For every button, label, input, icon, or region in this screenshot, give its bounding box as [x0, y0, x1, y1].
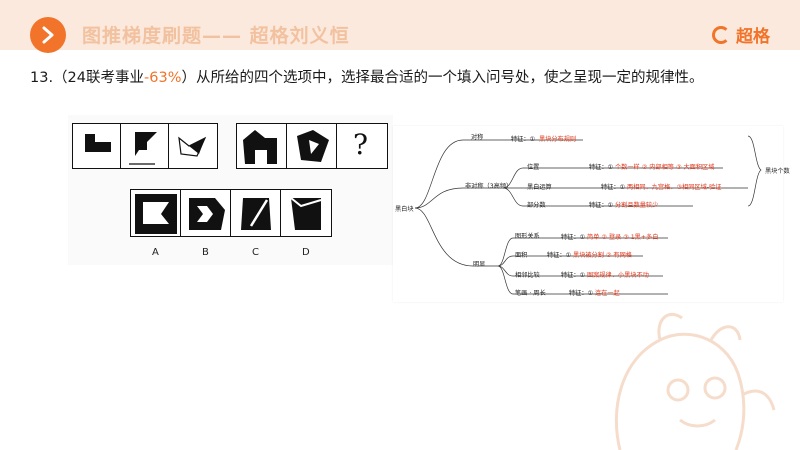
header-bar: 图推梯度刷题—— 超格刘义恒 超格 [0, 0, 800, 53]
option-label-a: A [152, 247, 159, 258]
mm-pos-feature: 特征：① [589, 164, 614, 171]
mm-pos: 位置 [527, 164, 540, 171]
play-button[interactable] [30, 17, 66, 53]
question-prefix: 13.（24联考事业 [30, 70, 145, 86]
question-cell-5 [286, 123, 338, 169]
question-mark: ? [353, 128, 369, 161]
question-cell-3 [168, 123, 218, 169]
figure-shape [290, 197, 322, 230]
mm-bw-calc: 黑白运算 [527, 184, 552, 191]
mm-sym: 对称 [471, 134, 484, 141]
chevron-right-icon [42, 26, 54, 44]
header-title: 图推梯度刷题—— 超格刘义恒 [82, 25, 350, 47]
mm-right-label: 黑块个数 [765, 168, 790, 175]
mm-compare-feature: 特征：① [561, 272, 586, 279]
question-cell-unknown: ? [336, 123, 388, 169]
question-body: ）从所给的四个选项中，选择最合适的一个填入问号处，使之呈现一定的规律性。 [181, 70, 704, 86]
question-percent: -63% [144, 70, 182, 86]
mm-area-feature: 特征：① [547, 252, 572, 259]
mm-bw-note: 两相同、九宫格、③相同区域-验证 [627, 184, 722, 191]
figure-shape [85, 134, 111, 152]
mm-shape-feature: 特征：① [561, 234, 586, 241]
option-label-b: B [202, 247, 209, 258]
figure-shape [243, 130, 277, 164]
question-cell-4 [236, 123, 288, 169]
mm-area-note: 黑块被分割 ② 有网格 [573, 252, 632, 259]
mm-shape-rel: 图形关系 [515, 233, 540, 240]
mm-obvious: 明显 [473, 261, 486, 268]
question-text: 13.（24联考事业-63%）从所给的四个选项中，选择最合适的一个填入问号处，使… [30, 66, 703, 87]
mindmap-lines [414, 135, 762, 295]
mm-root: 黑白块 [395, 206, 414, 213]
question-cell-1 [72, 123, 122, 169]
figure-shape [297, 130, 329, 162]
mm-bw-feature: 特征：① [601, 184, 626, 191]
option-label-d: D [302, 247, 310, 258]
figure-shape [241, 198, 271, 230]
option-d-cell[interactable] [280, 189, 332, 237]
option-b-cell[interactable] [180, 189, 232, 237]
mm-stroke-note: 连在一起 [595, 290, 620, 297]
figure-shape [178, 136, 207, 157]
mm-asym: 非对称（3高频） [465, 183, 513, 190]
option-a-cell[interactable] [130, 189, 182, 237]
question-cell-2 [120, 123, 170, 169]
mm-stroke: 笔画 · 周长 [515, 290, 546, 297]
mm-pos-note: 个数一样 ② 内部相等 ③ 大面积区域 [615, 164, 715, 171]
mm-area: 面积 [515, 252, 528, 259]
mm-shape-note: 简单 ② 登录 ③ 1黑+多白 [587, 234, 659, 241]
mm-stroke-feature: 特征：① [569, 290, 594, 297]
puzzle-figure: ? A B C D [68, 115, 393, 265]
mm-part: 部分数 [527, 202, 546, 209]
brand-name: 超格 [736, 27, 770, 47]
brand-icon [712, 25, 730, 44]
mm-sym-feature: 特征：① [511, 136, 536, 143]
mindmap-panel: 黑白块 黑块个数 对称 特征：① 黑块分布规则 非对称（3高频） 位置 特征：①… [393, 126, 790, 302]
figure-shape [189, 198, 225, 230]
mm-sym-note: 黑块分布规则 [539, 136, 577, 143]
figure-shape [129, 132, 157, 165]
mascot-watermark [614, 312, 776, 450]
mm-part-note: 分割且数量较少 [615, 202, 659, 209]
option-c-cell[interactable] [230, 189, 282, 237]
mm-compare-note: 图案规律、小黑块不动 [587, 272, 649, 279]
option-label-c: C [252, 247, 259, 258]
mm-compare: 相邻比较 [515, 272, 540, 279]
mm-part-feature: 特征：① [589, 202, 614, 209]
brand-logo: 超格 [712, 22, 770, 47]
figure-shape [135, 194, 177, 234]
